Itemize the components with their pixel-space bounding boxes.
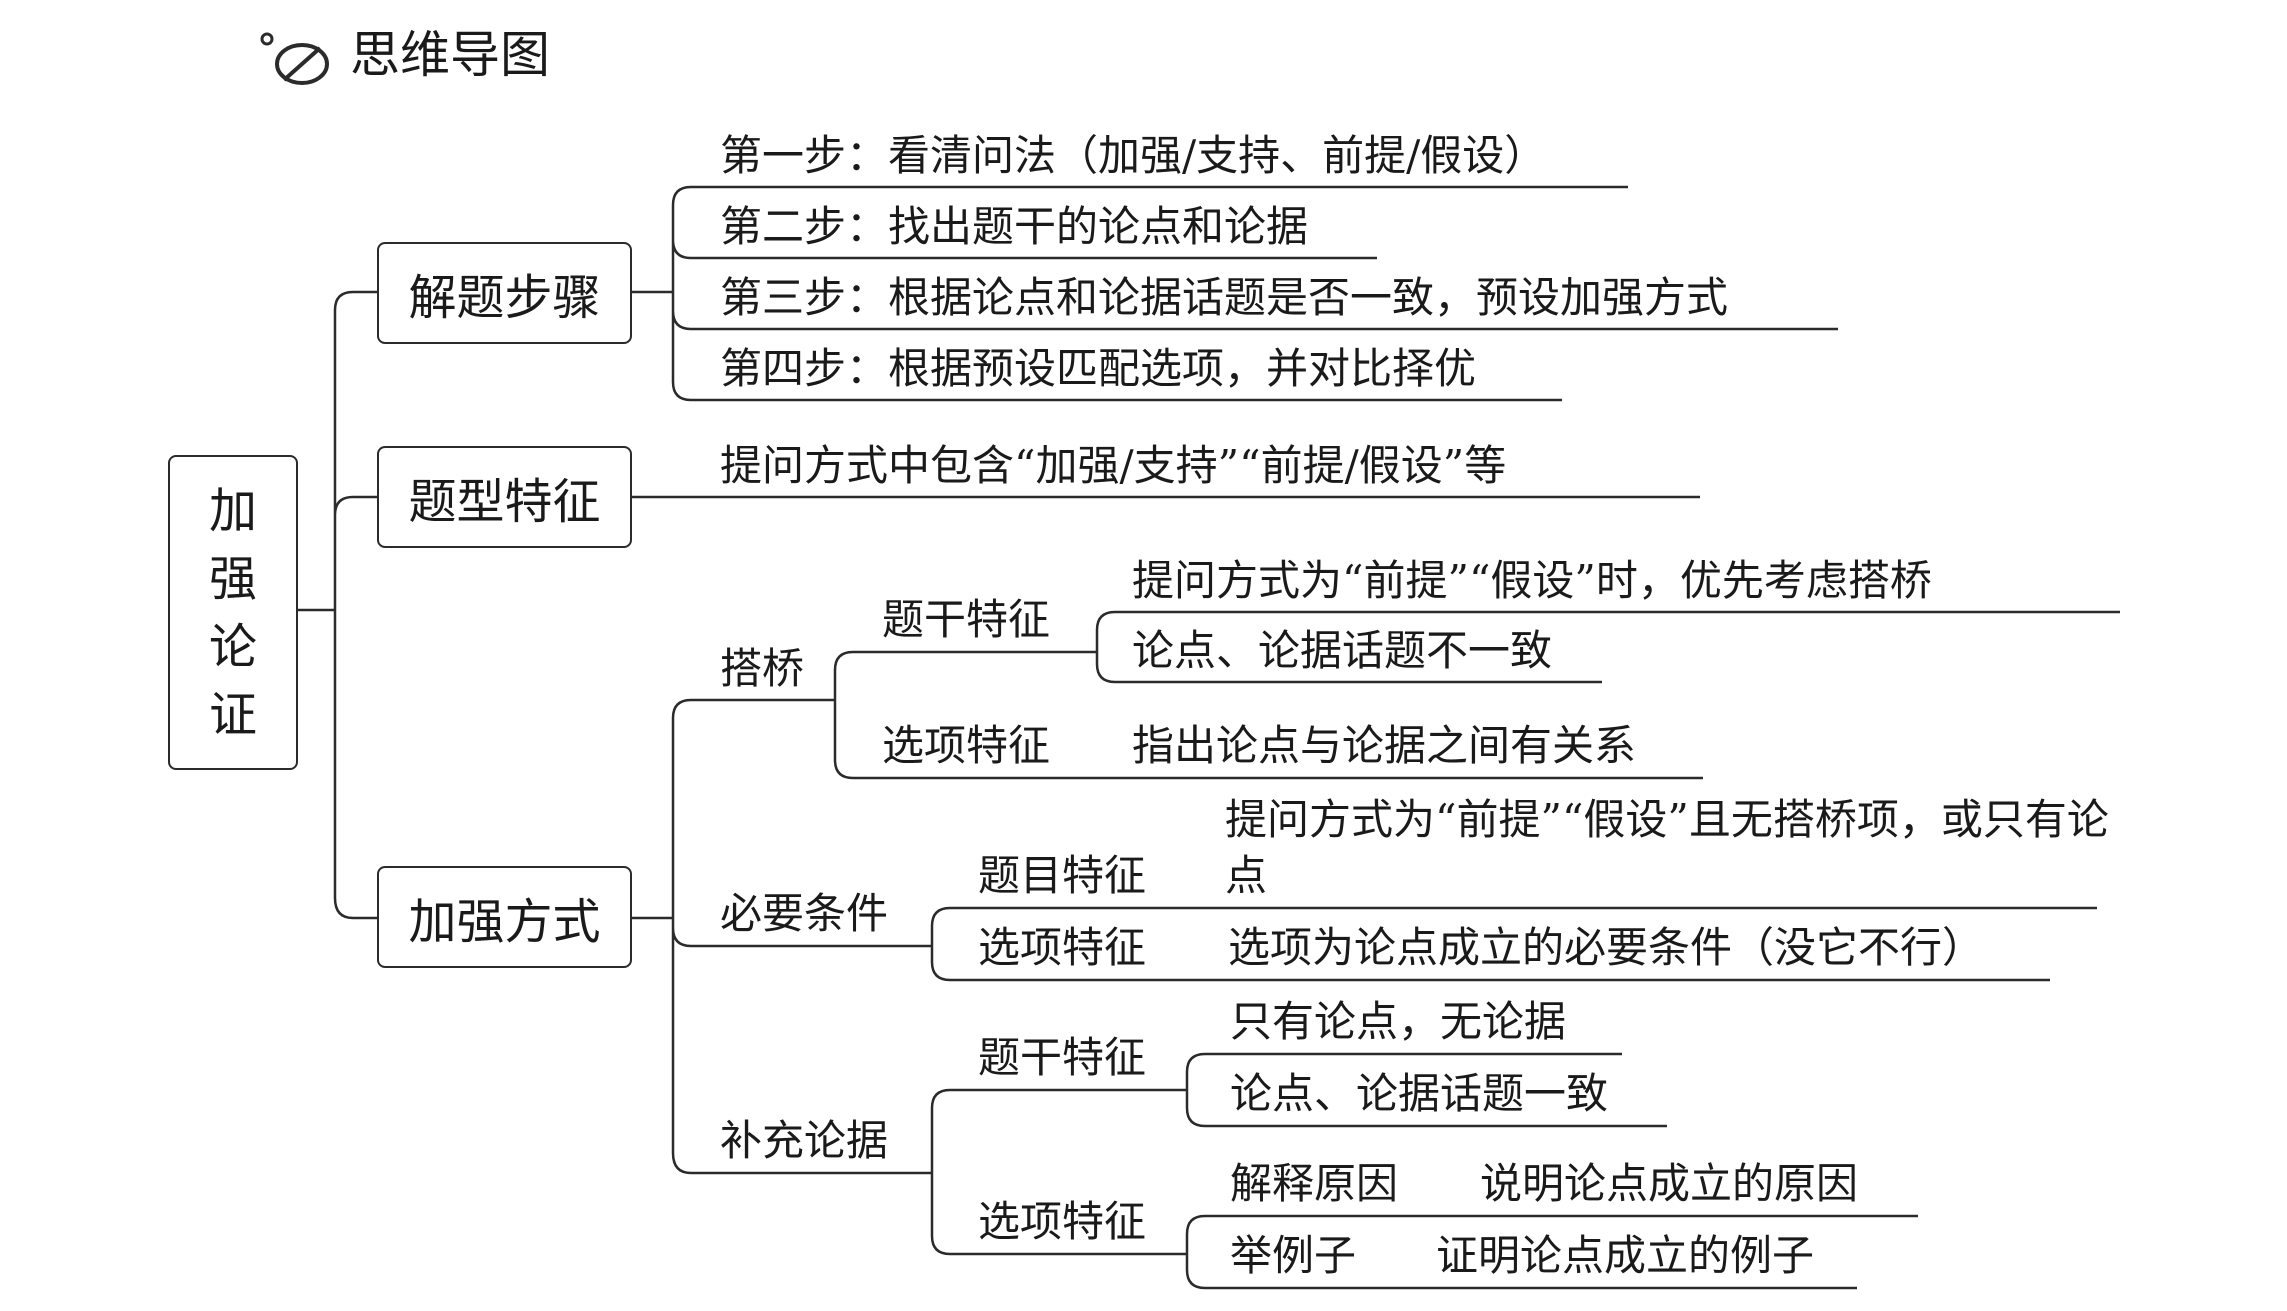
step-item: 第二步：找出题干的论点和论据	[720, 202, 1309, 251]
supplement-stem-item: 只有论点，无论据	[1230, 997, 1567, 1046]
step-item: 第一步：看清问法（加强/支持、前提/假设）	[720, 131, 1547, 180]
root-char: 证	[208, 686, 257, 743]
node-strengthen-methods: 加强方式	[377, 866, 632, 968]
necessary-question-label: 题目特征	[978, 851, 1147, 900]
supplement-stem-label: 题干特征	[978, 1033, 1147, 1082]
bridge-stem-item: 论点、论据话题不一致	[1132, 626, 1553, 675]
root-char: 加	[208, 482, 257, 539]
bridge-option-label: 选项特征	[882, 721, 1051, 770]
supplement-option-desc: 说明论点成立的原因	[1480, 1159, 1859, 1208]
root-char: 强	[208, 550, 257, 607]
method-supplement: 补充论据	[720, 1116, 889, 1165]
supplement-option-name: 举例子	[1230, 1231, 1357, 1280]
supplement-option-label: 选项特征	[978, 1197, 1147, 1246]
method-necessary: 必要条件	[720, 889, 889, 938]
root-char: 论	[208, 618, 257, 675]
node-type-features: 题型特征	[377, 446, 632, 548]
supplement-option-desc: 证明论点成立的例子	[1436, 1231, 1815, 1280]
step-item: 第四步：根据预设匹配选项，并对比择优	[720, 344, 1477, 393]
bridge-stem-item: 提问方式为“前提”“假设”时，优先考虑搭桥	[1132, 556, 1932, 605]
type-feature-item: 提问方式中包含“加强/支持”“前提/假设”等	[720, 441, 1507, 490]
bridge-stem-label: 题干特征	[882, 595, 1051, 644]
necessary-question-item: 提问方式为“前提”“假设”且无搭桥项，或只有论点	[1225, 795, 2109, 900]
supplement-option-name: 解释原因	[1230, 1159, 1399, 1208]
circle-slash-icon	[260, 32, 329, 85]
node-solve-steps: 解题步骤	[377, 242, 632, 344]
bridge-option-item: 指出论点与论据之间有关系	[1132, 721, 1637, 770]
necessary-option-item: 选项为论点成立的必要条件（没它不行）	[1228, 923, 1985, 972]
method-bridge: 搭桥	[720, 644, 805, 693]
step-item: 第三步：根据论点和论据话题是否一致，预设加强方式	[720, 273, 1729, 322]
page-title: 思维导图	[350, 26, 550, 84]
supplement-stem-item: 论点、论据话题一致	[1230, 1069, 1609, 1118]
root-node: 加 强 论 证	[168, 455, 298, 770]
necessary-option-label: 选项特征	[978, 923, 1147, 972]
